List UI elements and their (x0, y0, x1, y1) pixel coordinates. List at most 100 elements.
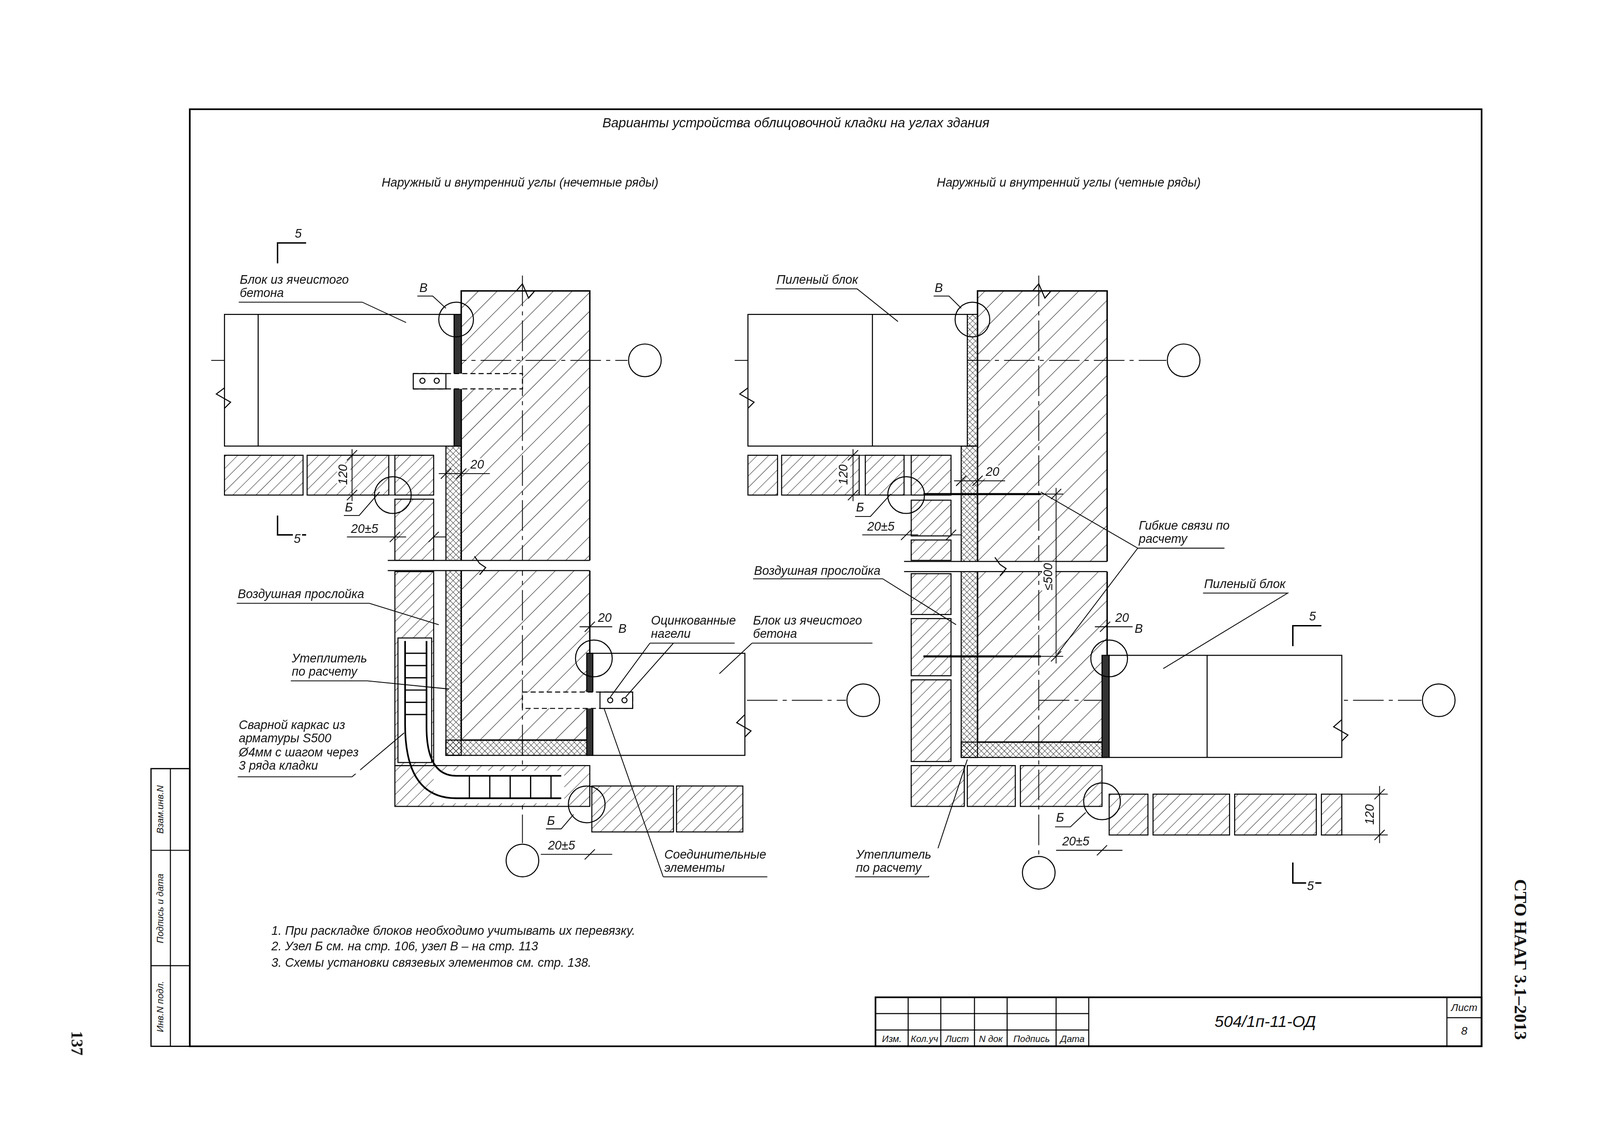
title-block-cell: Дата (1059, 1033, 1086, 1045)
leader-lines (775, 288, 898, 322)
left-corner-detail (434, 378, 440, 384)
title-block-cell: N док (977, 1033, 1004, 1045)
section-mark: 5 (293, 227, 303, 242)
standard-code: СТО НААГ 3.1–2013 (1510, 877, 1531, 1041)
part-label: Воздушная прослойка (753, 564, 882, 578)
right-corner-detail (903, 557, 1107, 576)
left-corner-detail (257, 314, 259, 447)
dimension: 20±5 (349, 522, 380, 537)
right-corner-detail (1101, 654, 1110, 758)
node-callout: В (418, 281, 429, 296)
right-corner-detail (1153, 794, 1230, 835)
axis-circles (846, 683, 880, 717)
left-corner-detail (413, 373, 523, 390)
dimension: 20 (469, 458, 485, 473)
right-corner-detail (781, 455, 860, 495)
part-label: Оцинкованные нагели (649, 614, 738, 642)
left-corner-detail (224, 455, 303, 495)
section-mark: 5 (1306, 879, 1315, 894)
right-corner-detail (911, 765, 965, 806)
callout-circles (374, 301, 1128, 823)
note: 3. Схемы установки связевых элементов см… (270, 955, 593, 970)
dimension: 20±5 (866, 520, 896, 535)
page-number: 137 (67, 1029, 86, 1057)
sheet-frame (875, 997, 1482, 1046)
right-corner-detail (1333, 719, 1348, 741)
callout-circles (438, 301, 474, 337)
section-markers (1293, 625, 1322, 647)
node-callout: В (617, 622, 628, 637)
left-corner-detail (224, 314, 454, 447)
callout-circles (1083, 782, 1121, 820)
left-corner-detail (216, 387, 231, 409)
dimension-lines (1040, 487, 1064, 664)
left-corner-detail (394, 571, 434, 766)
node-callout: Б (1054, 811, 1065, 826)
sheet-number: 8 (1459, 1024, 1469, 1038)
part-label: Блок из ячеистого бетона (752, 614, 879, 642)
right-corner-detail (961, 742, 1107, 758)
right-corner-detail (923, 493, 1041, 657)
leader-lines (236, 602, 439, 625)
right-corner-detail (911, 540, 951, 561)
right-corner-detail (739, 387, 754, 409)
axis-circles (1022, 856, 1056, 889)
dimension-lines (1341, 785, 1388, 843)
note: 1. При раскладке блоков необходимо учиты… (270, 924, 637, 939)
node-callout: В (933, 281, 944, 296)
right-corner-detail (977, 290, 1107, 743)
section-mark: 5 (1308, 610, 1317, 624)
node-callout: В (1133, 622, 1144, 637)
right-corner-detail (1321, 794, 1342, 835)
left-corner-detail (446, 446, 462, 756)
left-corner-detail (676, 785, 743, 832)
title-block-cell: Изм. (881, 1033, 903, 1045)
dimension: 20±5 (546, 838, 577, 853)
section-markers (277, 243, 307, 264)
right-corner-detail (739, 283, 1348, 835)
callout-circles (1090, 639, 1128, 677)
section-markers (277, 243, 1322, 884)
dimension: 120 (836, 463, 851, 486)
part-label: Воздушная прослойка (236, 587, 366, 602)
sheet-frame (150, 109, 1482, 1046)
left-corner-detail (516, 283, 535, 298)
dimension: 120 (1363, 803, 1378, 826)
node-callout: Б (545, 814, 556, 828)
part-label: Пиленый блок (1203, 577, 1287, 592)
dimension-lines (336, 448, 395, 501)
left-corner-detail (420, 378, 426, 384)
right-corner-detail (872, 314, 873, 447)
axis-circles (506, 843, 540, 877)
part-label: Соединительные элементы (663, 847, 776, 876)
right-corner-detail (967, 314, 978, 447)
left-corner-detail (405, 653, 551, 799)
leader-lines (1040, 491, 1225, 655)
right-corner-detail (1234, 794, 1317, 835)
right-corner-detail (911, 573, 951, 614)
sheet-frame (875, 997, 1482, 1046)
dimension: 20 (984, 465, 1001, 479)
section-mark: 5 (292, 532, 302, 547)
drawing-title: Варианты устройства облицовочной кладки … (601, 115, 991, 131)
right-corner-detail (911, 679, 951, 762)
sheet-frame (150, 768, 190, 1047)
left-corner-detail (461, 290, 590, 740)
part-label: Гибкие связи по расчету (1137, 519, 1242, 547)
left-corner-detail (387, 560, 592, 571)
left-corner-detail (413, 373, 447, 390)
left-corner-detail (394, 455, 434, 495)
axis-circles (1422, 683, 1456, 717)
node-callout: Б (343, 501, 354, 515)
leader-lines (855, 759, 968, 877)
drawing-code: 504/1п-11-ОД (1213, 1012, 1318, 1031)
section-markers (277, 515, 307, 536)
left-corner-detail (306, 455, 389, 495)
note: 2. Узел Б см. на стр. 106, узел В – на с… (270, 940, 540, 954)
stamp-cell: Инв.N подл. (155, 979, 166, 1034)
node-callout: Б (855, 501, 866, 515)
view-heading: Наружный и внутренний углы (нечетные ряд… (380, 176, 660, 191)
dimension: 20 (597, 611, 613, 625)
sheet-frame (150, 768, 190, 1047)
